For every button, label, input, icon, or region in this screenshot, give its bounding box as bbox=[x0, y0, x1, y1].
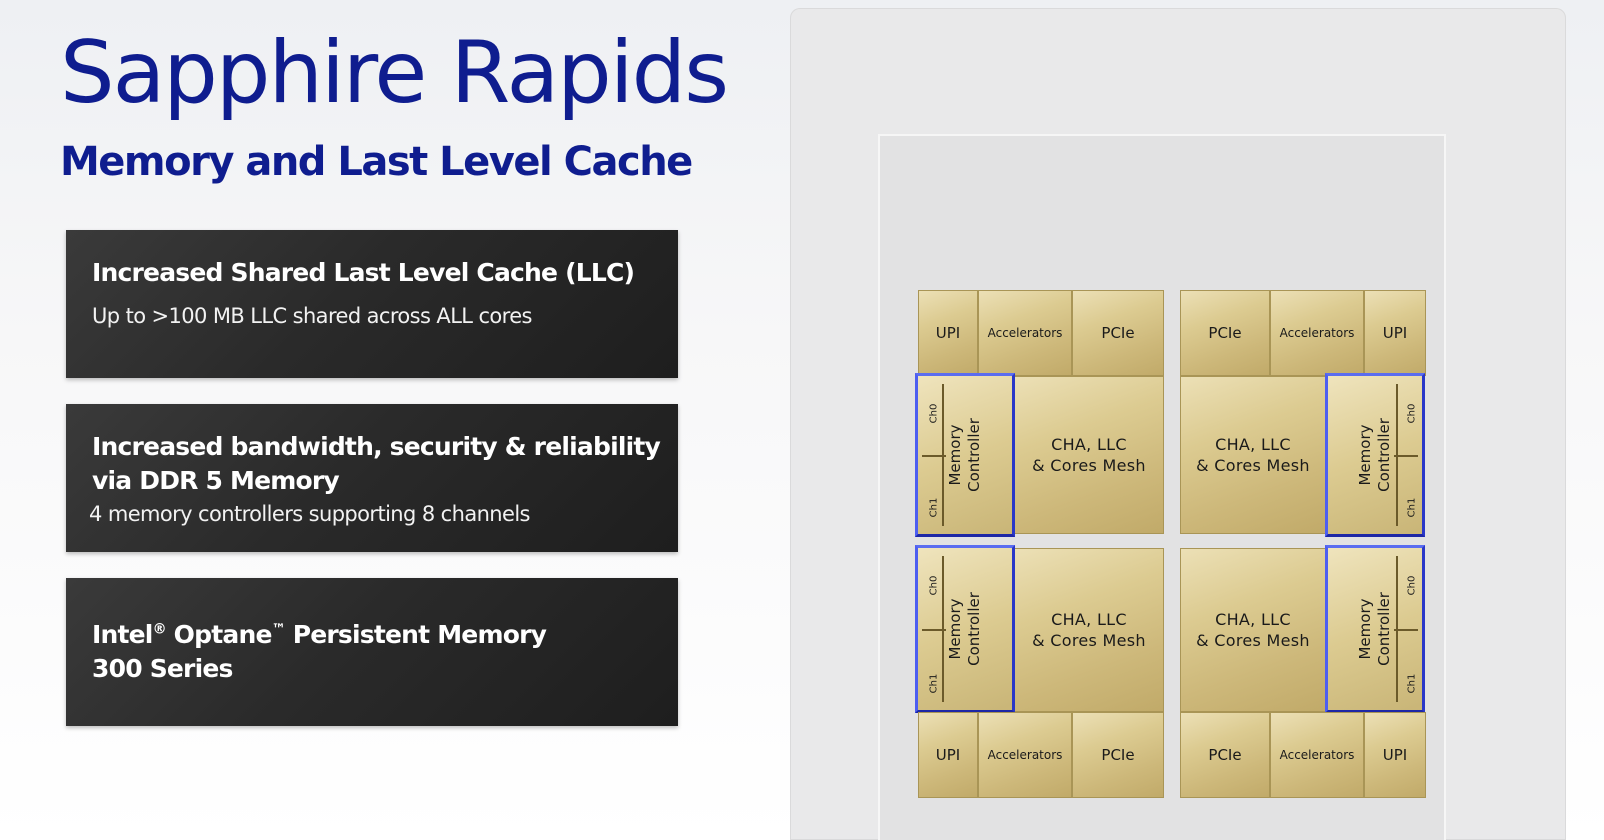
memory-controller-label-line: Memory bbox=[946, 598, 964, 660]
channel-separator-line bbox=[1394, 629, 1418, 631]
mesh-tile: CHA, LLC & Cores Mesh bbox=[1014, 548, 1164, 712]
pcie-tile: PCIe bbox=[1072, 712, 1164, 798]
card-heading-line1: Increased bandwidth, security & reliabil… bbox=[92, 432, 661, 461]
accelerators-tile: Accelerators bbox=[978, 290, 1072, 376]
channel-separator-line bbox=[922, 455, 946, 457]
mesh-tile: CHA, LLC & Cores Mesh bbox=[1180, 376, 1326, 534]
memory-controller-label-line: Memory bbox=[946, 424, 964, 486]
card-heading-line2: 300 Series bbox=[92, 654, 233, 683]
channel-1-label: Ch1 bbox=[928, 497, 940, 518]
brand-intel: Intel bbox=[92, 620, 153, 649]
registered-mark: ® bbox=[152, 621, 167, 638]
channel-1-label: Ch1 bbox=[1406, 497, 1418, 518]
upi-tile: UPI bbox=[1364, 712, 1426, 798]
pcie-tile: PCIe bbox=[1072, 290, 1164, 376]
pcie-tile: PCIe bbox=[1180, 712, 1270, 798]
feature-card-ddr5: Increased bandwidth, security & reliabil… bbox=[66, 404, 678, 552]
feature-card-optane: Intel® Optane™ Persistent Memory 300 Ser… bbox=[66, 578, 678, 726]
upi-tile: UPI bbox=[1364, 290, 1426, 376]
card-heading-line1: Intel® Optane™ Persistent Memory bbox=[92, 618, 678, 652]
upi-tile: UPI bbox=[918, 712, 978, 798]
accelerators-tile: Accelerators bbox=[978, 712, 1072, 798]
memory-controller-label-line: Controller bbox=[1375, 592, 1393, 666]
feature-card-llc: Increased Shared Last Level Cache (LLC) … bbox=[66, 230, 678, 378]
card-body: 4 memory controllers supporting 8 channe… bbox=[89, 502, 531, 526]
channel-1-label: Ch1 bbox=[928, 673, 940, 694]
page-subtitle: Memory and Last Level Cache bbox=[60, 139, 693, 185]
memory-controller-label-line: Controller bbox=[1375, 418, 1393, 492]
channel-0-label: Ch0 bbox=[928, 403, 940, 424]
page-title: Sapphire Rapids bbox=[60, 23, 729, 123]
trademark-mark: ™ bbox=[271, 621, 286, 638]
memory-controller-label-line: Memory bbox=[1356, 598, 1374, 660]
brand-optane: Optane bbox=[165, 620, 273, 649]
channel-1-label: Ch1 bbox=[1406, 673, 1418, 694]
upi-tile: UPI bbox=[918, 290, 978, 376]
card-heading: Increased Shared Last Level Cache (LLC) bbox=[92, 258, 635, 287]
channel-separator-line bbox=[1394, 455, 1418, 457]
channel-0-label: Ch0 bbox=[928, 575, 940, 596]
accelerators-tile: Accelerators bbox=[1270, 290, 1364, 376]
channel-0-label: Ch0 bbox=[1406, 403, 1418, 424]
memory-controller-label-line: Controller bbox=[965, 418, 983, 492]
pcie-tile: PCIe bbox=[1180, 290, 1270, 376]
channel-0-label: Ch0 bbox=[1406, 575, 1418, 596]
mesh-tile: CHA, LLC & Cores Mesh bbox=[1014, 376, 1164, 534]
channel-separator-line bbox=[922, 629, 946, 631]
card-heading-line2: via DDR 5 Memory bbox=[92, 466, 340, 495]
memory-controller-label-line: Memory bbox=[1356, 424, 1374, 486]
card-body: Up to >100 MB LLC shared across ALL core… bbox=[92, 304, 533, 328]
memory-controller-label-line: Controller bbox=[965, 592, 983, 666]
mesh-tile: CHA, LLC & Cores Mesh bbox=[1180, 548, 1326, 712]
accelerators-tile: Accelerators bbox=[1270, 712, 1364, 798]
heading-suffix: Persistent Memory bbox=[284, 620, 547, 649]
